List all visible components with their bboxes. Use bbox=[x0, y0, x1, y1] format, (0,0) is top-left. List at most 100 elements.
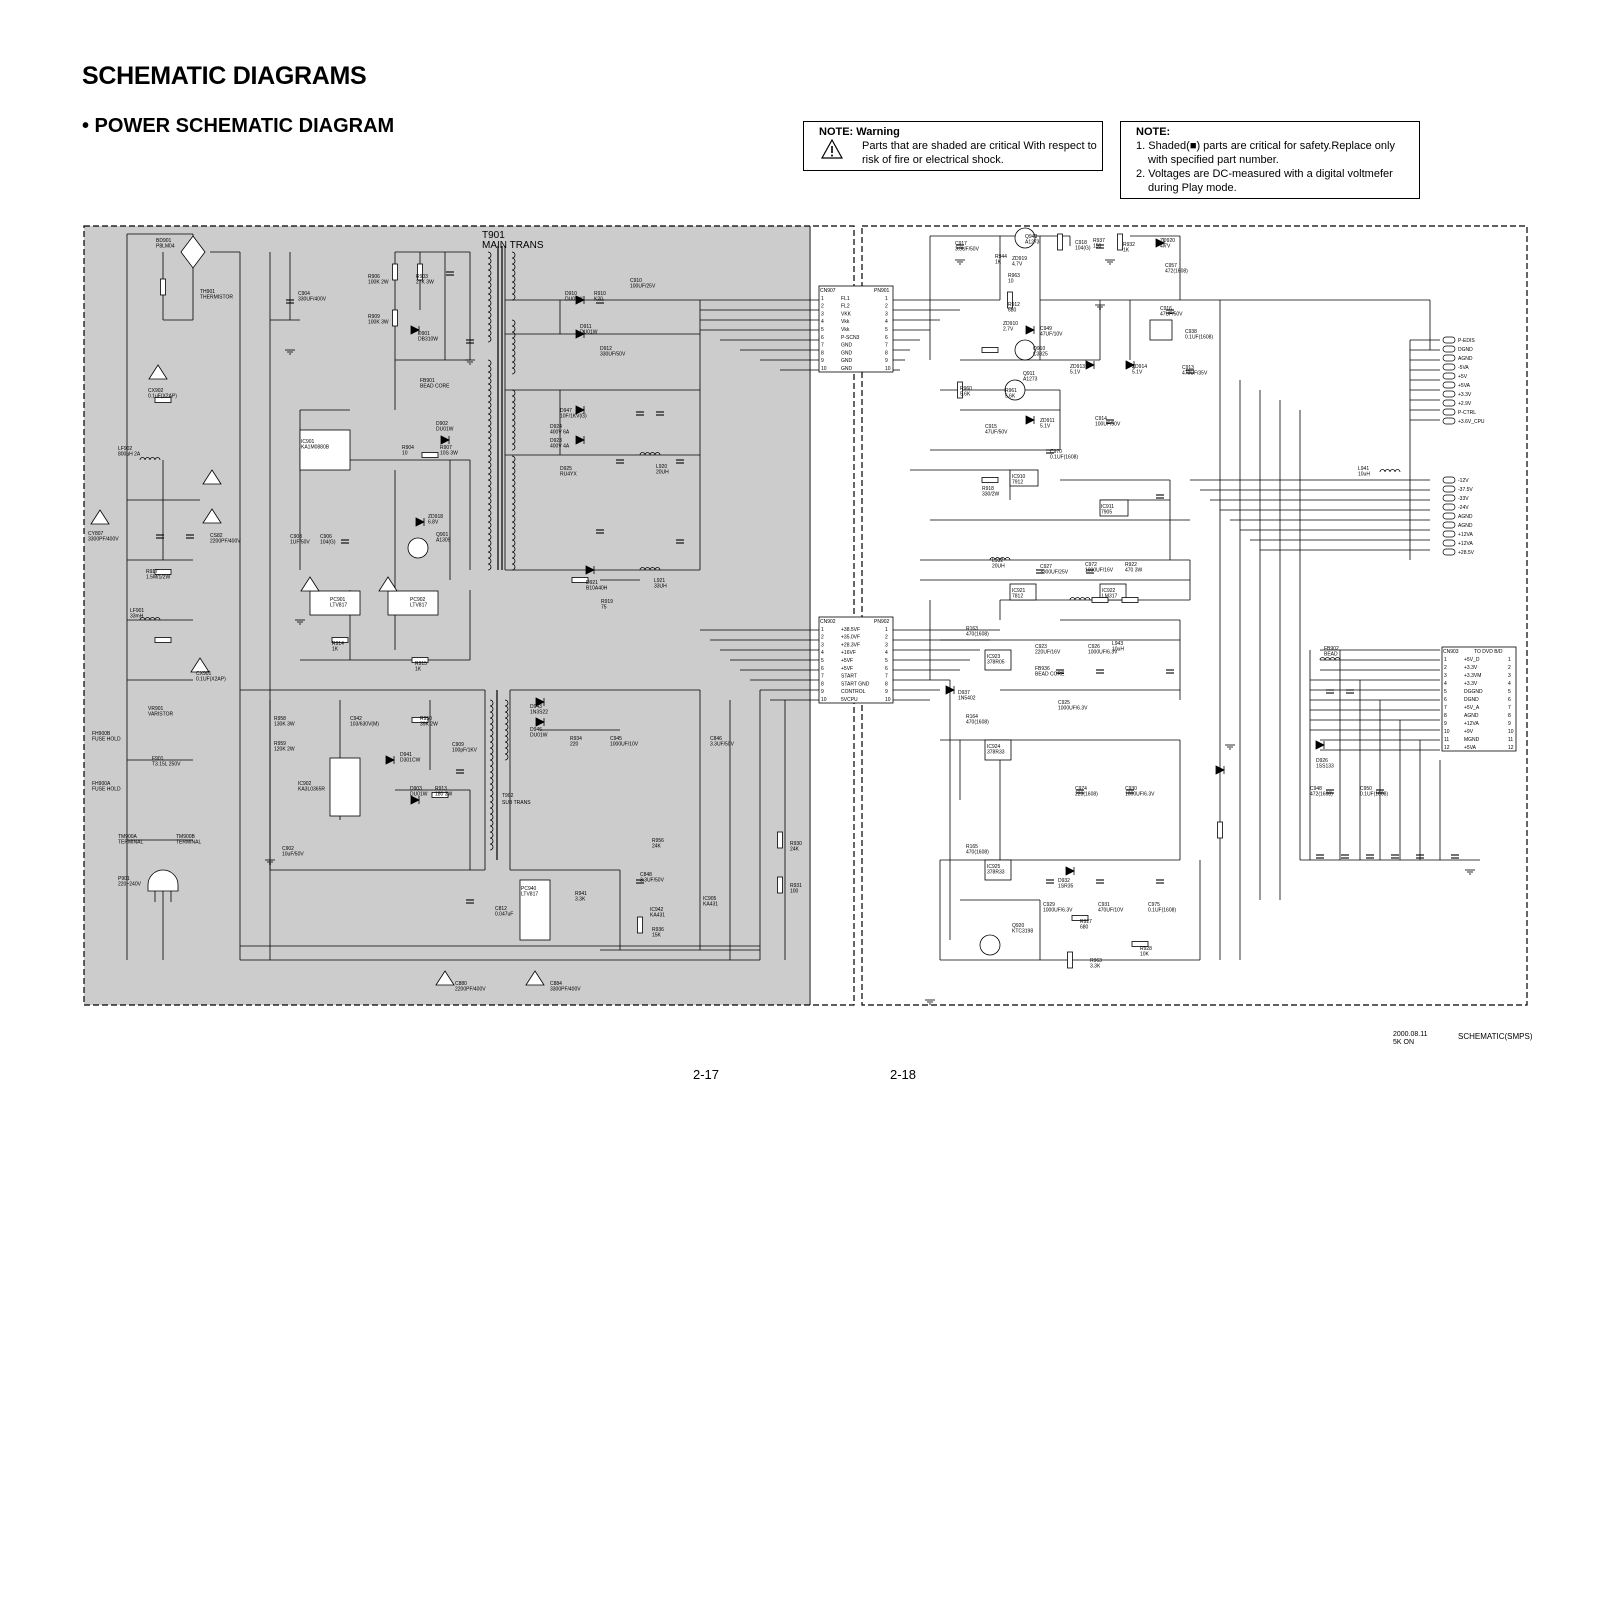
optocoupler-body bbox=[387, 590, 439, 616]
connector-pin-number: 3 bbox=[885, 642, 888, 648]
connector-pin-signal: +5VA bbox=[1464, 745, 1477, 751]
connector-pin-signal: Vkk bbox=[841, 327, 850, 333]
resistor-body bbox=[1117, 233, 1123, 251]
resistor-body bbox=[637, 916, 643, 934]
transistor-body bbox=[1014, 339, 1036, 361]
part-value: 4.7V bbox=[1012, 262, 1023, 268]
part-ref: Q901 bbox=[436, 532, 448, 538]
output-label: -37.5V bbox=[1458, 487, 1473, 493]
transistor-body bbox=[1014, 227, 1036, 249]
part-ref: D902 bbox=[436, 421, 448, 427]
part-value: 1K bbox=[995, 260, 1002, 266]
part-ref: IC942 bbox=[650, 907, 664, 913]
resistor-body bbox=[154, 637, 172, 643]
part-ref: C925 bbox=[1058, 700, 1070, 706]
part-ref: D932 bbox=[1058, 878, 1070, 884]
page-number-left: 2-17 bbox=[693, 1067, 720, 1082]
output-terminal bbox=[1442, 503, 1456, 511]
part-ref: D924 bbox=[550, 424, 562, 430]
connector-pin-number: 7 bbox=[1444, 705, 1447, 711]
part-value: 3300PF/400V bbox=[550, 987, 581, 993]
output-terminal bbox=[1442, 381, 1456, 389]
part-ref: C880 bbox=[455, 981, 467, 987]
part-value: 10S 3W bbox=[440, 451, 458, 457]
part-value: 0.1UF(X2AP) bbox=[196, 677, 226, 683]
part-value: C3325 bbox=[1033, 352, 1048, 358]
part-value: FUSE HOLD bbox=[92, 737, 121, 743]
regulator-body bbox=[984, 649, 1012, 671]
part-ref: D937 bbox=[958, 690, 970, 696]
connector-pin-number: 3 bbox=[885, 311, 888, 317]
part-ref: C926 bbox=[1088, 644, 1100, 650]
warning-note-body: Parts that are shaded are critical With … bbox=[862, 140, 1097, 166]
output-terminal bbox=[1442, 390, 1456, 398]
connector-pin-number: 2 bbox=[821, 635, 824, 641]
diode-body bbox=[945, 685, 955, 695]
part-value: 1000UF/16V bbox=[1085, 568, 1114, 574]
connector-pin-number: 9 bbox=[821, 689, 824, 695]
part-value: DU01W bbox=[580, 330, 598, 336]
part-ref: R922 bbox=[1125, 562, 1137, 568]
part-ref: C970 bbox=[1050, 449, 1062, 455]
resistor-body bbox=[411, 717, 429, 723]
transistor-body bbox=[407, 537, 429, 559]
output-terminal bbox=[1442, 354, 1456, 362]
part-value: DU01W bbox=[530, 733, 548, 739]
part-value: 1K bbox=[332, 647, 339, 653]
part-ref: R934 bbox=[570, 736, 582, 742]
connector-pin-signal: FL2 bbox=[841, 304, 850, 310]
part-ref: L920 bbox=[656, 464, 667, 470]
cn903-ref: CN903 bbox=[1443, 649, 1459, 655]
footer-page-code: 5K ON bbox=[1393, 1039, 1415, 1046]
part-ref: IC905 bbox=[703, 896, 717, 902]
part-ref: D926 bbox=[1316, 758, 1328, 764]
general-note-item: 2. Voltages are DC-measured with a digit… bbox=[1136, 168, 1393, 194]
part-ref: C906 bbox=[320, 534, 332, 540]
part-ref: PC940 bbox=[521, 886, 537, 892]
output-label: P-CTRL bbox=[1458, 410, 1476, 416]
part-value: P8LM04 bbox=[156, 244, 175, 250]
connector-pin-number: 12 bbox=[1444, 745, 1450, 751]
inductor-coil bbox=[1069, 597, 1091, 601]
connector-pin-number: 2 bbox=[821, 304, 824, 310]
output-terminal bbox=[1442, 345, 1456, 353]
sub-trans-name: SUB TRANS bbox=[502, 800, 531, 806]
part-ref: D911 bbox=[580, 324, 592, 330]
part-value: KA431 bbox=[703, 902, 718, 908]
output-terminal bbox=[1442, 336, 1456, 344]
output-terminal bbox=[1442, 476, 1456, 484]
connector-pin-number: 7 bbox=[821, 674, 824, 680]
inductor-coil bbox=[989, 557, 1011, 561]
part-ref: IC910 bbox=[1012, 474, 1026, 480]
part-value: 220UF/16V bbox=[1035, 650, 1061, 656]
connector-pin-number: 5 bbox=[1508, 689, 1511, 695]
optocoupler-body bbox=[519, 879, 551, 941]
connector-pin-number: 6 bbox=[821, 335, 824, 341]
main-trans-name: MAIN TRANS bbox=[482, 240, 544, 251]
resistor-body bbox=[411, 657, 429, 663]
part-ref: D912 bbox=[600, 346, 612, 352]
part-ref: CS82 bbox=[210, 533, 223, 539]
connector-pin-signal: +3.3V bbox=[1464, 681, 1478, 687]
output-label: +3.6V_CPU bbox=[1458, 419, 1485, 425]
part-ref: C975 bbox=[1148, 902, 1160, 908]
part-value: 800uH 2A bbox=[118, 452, 141, 458]
part-value: 680 bbox=[1080, 925, 1089, 931]
part-ref: D910 bbox=[565, 291, 577, 297]
part-value: T3.15L 250V bbox=[152, 762, 181, 768]
connector-pin-signal: GND bbox=[841, 350, 853, 356]
part-value: 330/2W bbox=[982, 492, 1000, 498]
output-terminal bbox=[1442, 485, 1456, 493]
connector-pin-signal: +5VF bbox=[841, 666, 853, 672]
part-value: 24K bbox=[790, 847, 800, 853]
diode-body bbox=[385, 755, 395, 765]
connector-pin-number: 10 bbox=[1444, 729, 1450, 735]
part-ref: IC922 bbox=[1102, 588, 1116, 594]
warning-triangle-icon bbox=[525, 970, 545, 986]
part-ref: C908 bbox=[290, 534, 302, 540]
part-value: 47UF/50V bbox=[985, 430, 1008, 436]
part-ref: PC901 bbox=[330, 597, 346, 603]
connector-pin-number: 10 bbox=[885, 366, 891, 372]
regulator-body bbox=[984, 739, 1012, 761]
